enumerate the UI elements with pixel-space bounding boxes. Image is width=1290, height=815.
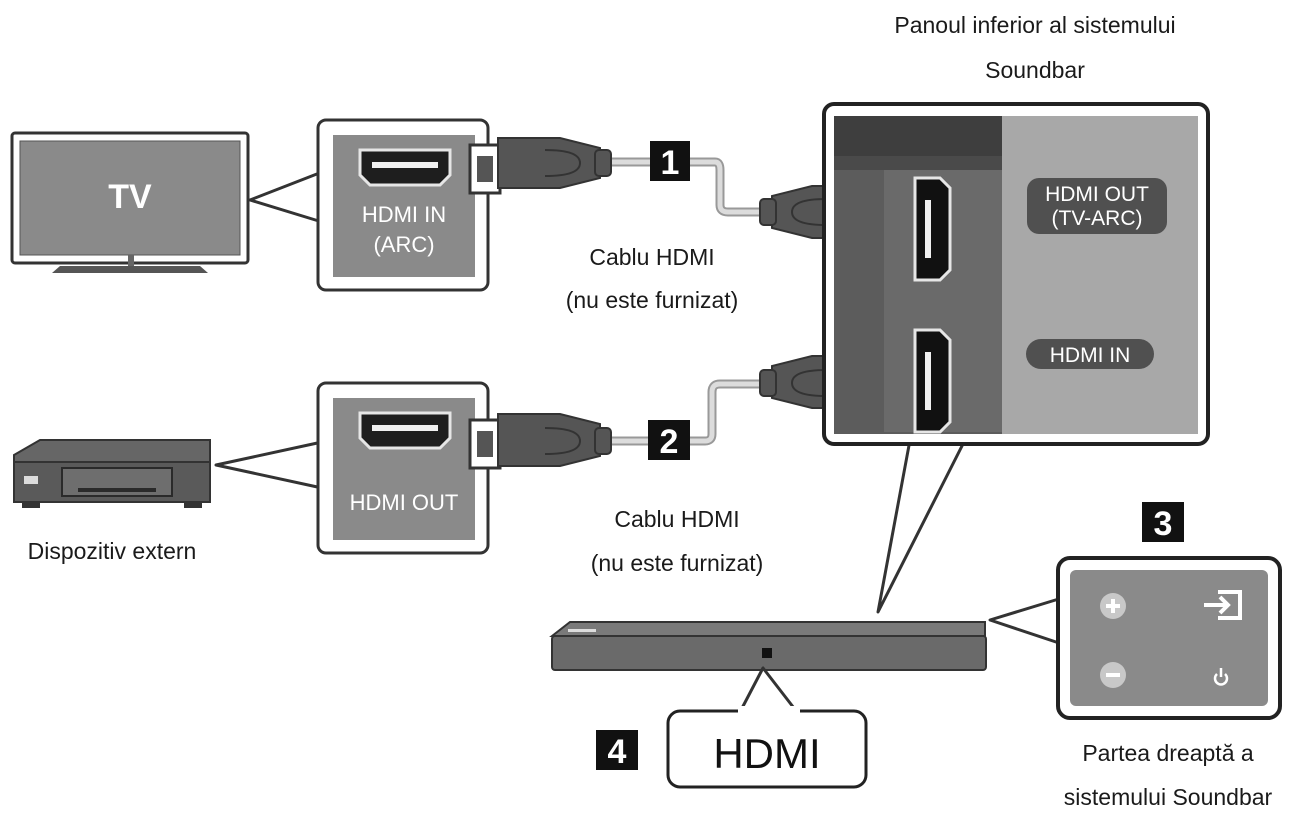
tv-illustration: TV	[10, 131, 250, 273]
svg-text:1: 1	[661, 144, 680, 182]
source-input-icon	[1204, 590, 1242, 620]
step-badge-2: 2	[648, 420, 690, 461]
panel-title-line1: Panoul inferior al sistemului	[894, 12, 1175, 38]
step-badge-4: 4	[596, 730, 638, 771]
step-badge-1: 1	[650, 141, 690, 182]
hdmi-out-socket	[913, 176, 952, 282]
svg-text:2: 2	[660, 423, 679, 461]
step-badge-3: 3	[1142, 502, 1184, 543]
cable2-label-line2: (nu este furnizat)	[591, 550, 764, 576]
hdmi-port-icon	[358, 148, 452, 187]
device-port-callout: HDMI OUT	[316, 381, 490, 555]
side-callout-pointer	[988, 596, 1064, 646]
tv-screen-label: TV	[108, 178, 152, 216]
minus-icon	[1100, 662, 1126, 688]
power-icon	[1213, 668, 1229, 686]
hdmi-out-label-line1: HDMI OUT	[1045, 183, 1149, 206]
soundbar-bottom-panel: HDMI OUT (TV-ARC) HDMI IN	[822, 102, 1210, 446]
tv-port-callout: HDMI IN (ARC)	[316, 118, 490, 292]
display-callout-pointer	[738, 666, 799, 714]
panel-title-line2: Soundbar	[985, 57, 1085, 83]
panel-callout-pointer	[876, 438, 967, 614]
display-callout: HDMI	[666, 706, 868, 789]
cable1-label-line2: (nu este furnizat)	[566, 287, 739, 313]
display-text: HDMI	[713, 730, 820, 777]
external-device-caption: Dispozitiv extern	[28, 538, 197, 564]
tv-port-label-line1: HDMI IN	[362, 202, 446, 227]
hdmi-out-label-line2: (TV-ARC)	[1052, 207, 1143, 230]
cable2-label-line1: Cablu HDMI	[614, 506, 739, 532]
tv-port-label-line2: (ARC)	[373, 232, 434, 257]
plus-icon	[1100, 593, 1126, 619]
hdmi-in-socket	[913, 328, 952, 434]
hdmi-in-label: HDMI IN	[1050, 344, 1131, 367]
device-callout-pointer	[214, 440, 324, 490]
svg-text:3: 3	[1154, 505, 1173, 543]
side-panel-caption-line1: Partea dreaptă a	[1082, 740, 1254, 766]
cable1-label-line1: Cablu HDMI	[589, 244, 714, 270]
soundbar-side-panel	[1056, 556, 1282, 720]
device-port-label: HDMI OUT	[350, 490, 459, 515]
tv-callout-pointer	[248, 170, 324, 224]
hdmi-port-icon	[358, 411, 452, 450]
svg-text:4: 4	[608, 733, 627, 771]
external-device-illustration	[13, 439, 211, 508]
side-panel-caption-line2: sistemului Soundbar	[1064, 784, 1273, 810]
soundbar-illustration	[549, 621, 987, 671]
